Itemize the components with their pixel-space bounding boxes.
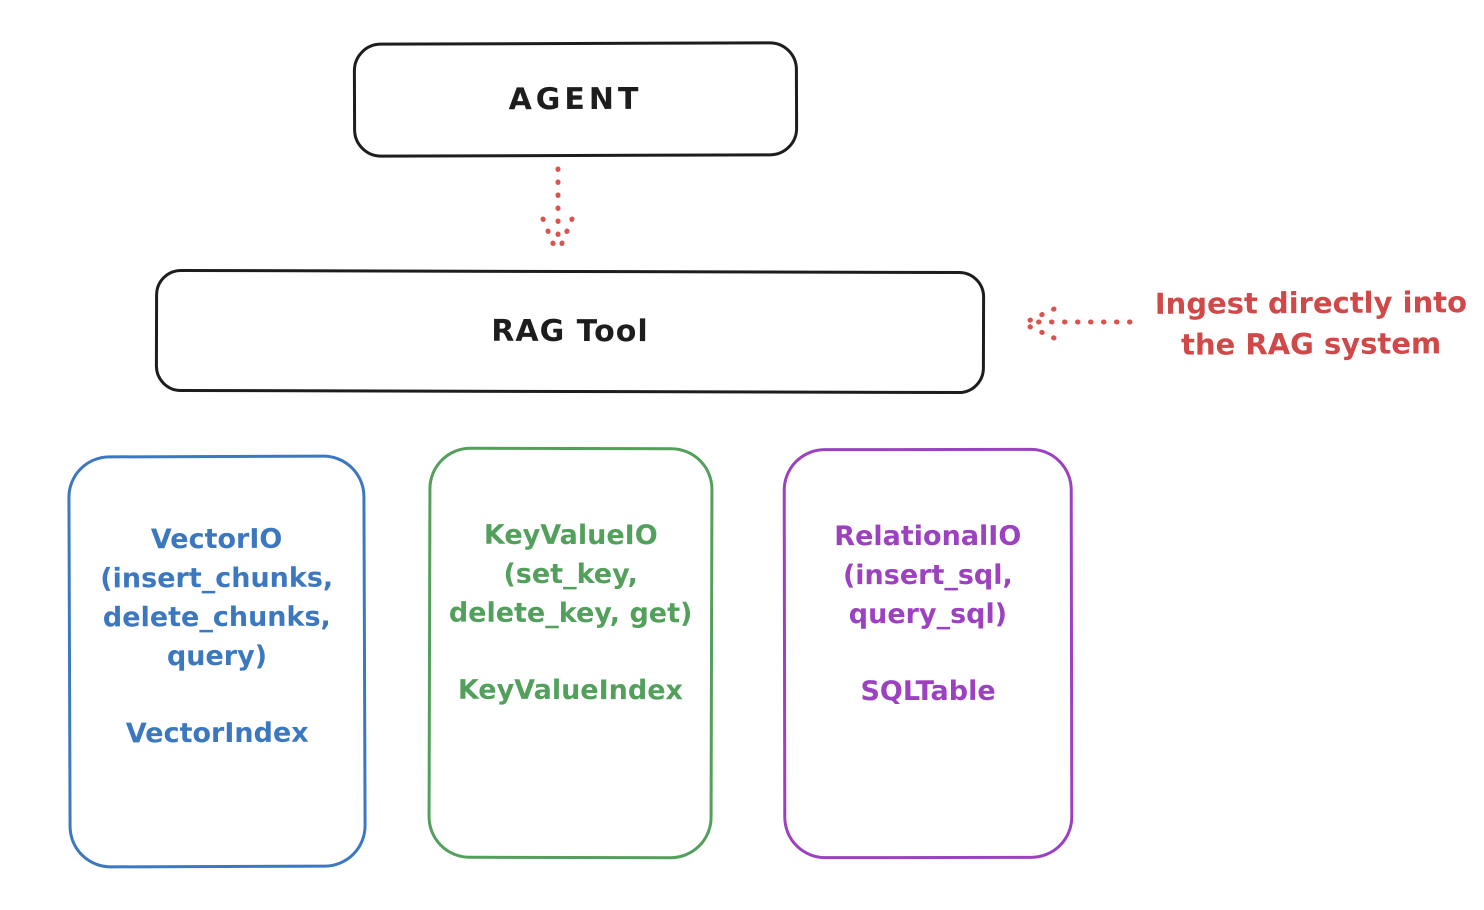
- keyvalue-index-label: KeyValueIndex: [457, 674, 684, 707]
- relational-io-line: RelationalIO: [834, 520, 1022, 552]
- vector-io-line: delete_chunks,: [102, 601, 331, 634]
- keyvalue-io-lines: KeyValueIO (set_key, delete_key, get): [449, 516, 693, 634]
- relational-io-line: (insert_sql,: [842, 559, 1013, 591]
- vector-io-line: query): [166, 640, 268, 673]
- rag-tool-label: RAG Tool: [491, 313, 649, 350]
- sql-table-label: SQLTable: [860, 675, 996, 707]
- keyvalue-io-line: delete_key, get): [448, 597, 693, 630]
- keyvalue-io-line: KeyValueIO: [483, 519, 658, 552]
- ingest-annotation-line1: Ingest directly into: [1154, 285, 1468, 321]
- storage-box-relational-io: RelationalIO (insert_sql, query_sql) SQL…: [782, 447, 1074, 860]
- vector-io-line: (insert_chunks,: [100, 562, 334, 595]
- vector-io-line: VectorIO: [150, 523, 283, 556]
- agent-label: AGENT: [508, 81, 643, 118]
- arrow-agent-to-ragtool: [540, 166, 575, 256]
- rag-tool-node: RAG Tool: [154, 268, 986, 395]
- arrow-annotation-to-ragtool: [1021, 306, 1133, 341]
- keyvalue-io-line: (set_key,: [503, 558, 638, 591]
- relational-io-line: query_sql): [848, 598, 1008, 630]
- storage-box-keyvalue-io: KeyValueIO (set_key, delete_key, get) Ke…: [427, 446, 714, 860]
- agent-node: AGENT: [352, 41, 799, 158]
- ingest-annotation-line2: the RAG system: [1180, 326, 1442, 362]
- relational-io-lines: RelationalIO (insert_sql, query_sql): [834, 516, 1021, 633]
- vector-index-label: VectorIndex: [125, 717, 309, 750]
- ingest-annotation: Ingest directly into the RAG system: [1138, 282, 1484, 366]
- vector-io-lines: VectorIO (insert_chunks, delete_chunks, …: [100, 520, 333, 677]
- storage-box-vector-io: VectorIO (insert_chunks, delete_chunks, …: [67, 454, 367, 869]
